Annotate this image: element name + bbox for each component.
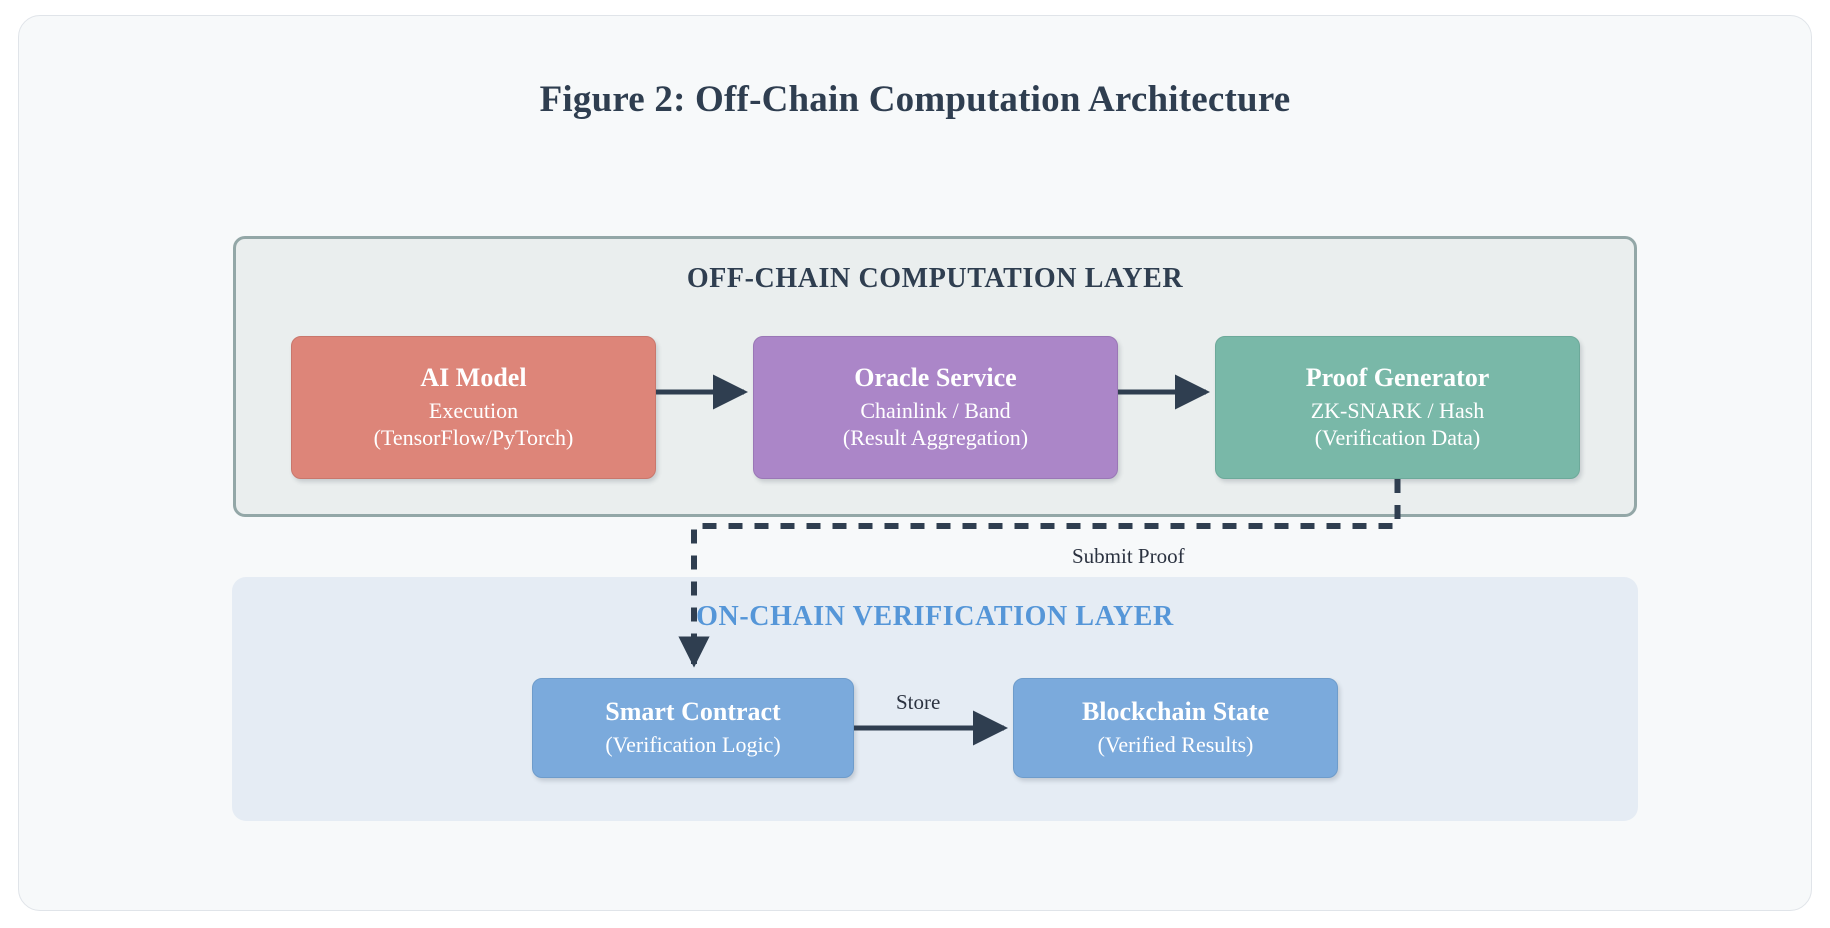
node-ai-model-line2: (TensorFlow/PyTorch): [373, 425, 574, 451]
onchain-layer-title: ON-CHAIN VERIFICATION LAYER: [696, 601, 1174, 632]
figure-card: Figure 2: Off-Chain Computation Architec…: [18, 15, 1812, 911]
node-oracle-service-line1: Chainlink / Band: [860, 397, 1011, 423]
node-ai-model[interactable]: AI Model Execution (TensorFlow/PyTorch): [291, 336, 656, 479]
page-title: Figure 2: Off-Chain Computation Architec…: [539, 79, 1291, 120]
node-ai-model-line1: Execution: [428, 397, 519, 423]
node-blockchain-state-line1: (Verified Results): [1097, 732, 1254, 758]
edge-label-store: Store: [896, 690, 941, 714]
node-proof-generator-line1: ZK-SNARK / Hash: [1310, 397, 1485, 423]
node-smart-contract[interactable]: Smart Contract (Verification Logic): [532, 678, 854, 778]
offchain-layer-title: OFF-CHAIN COMPUTATION LAYER: [686, 263, 1184, 294]
node-blockchain-state-title: Blockchain State: [1081, 697, 1270, 727]
node-proof-generator-title: Proof Generator: [1305, 363, 1490, 393]
node-blockchain-state[interactable]: Blockchain State (Verified Results): [1013, 678, 1338, 778]
node-oracle-service-line2: (Result Aggregation): [842, 425, 1029, 451]
node-proof-generator[interactable]: Proof Generator ZK-SNARK / Hash (Verific…: [1215, 336, 1580, 479]
edge-label-submit-proof: Submit Proof: [1072, 544, 1185, 568]
node-ai-model-title: AI Model: [420, 363, 527, 393]
node-oracle-service[interactable]: Oracle Service Chainlink / Band (Result …: [753, 336, 1118, 479]
node-proof-generator-line2: (Verification Data): [1314, 425, 1481, 451]
node-oracle-service-title: Oracle Service: [854, 363, 1017, 393]
node-smart-contract-line1: (Verification Logic): [605, 732, 781, 758]
node-smart-contract-title: Smart Contract: [605, 697, 781, 727]
